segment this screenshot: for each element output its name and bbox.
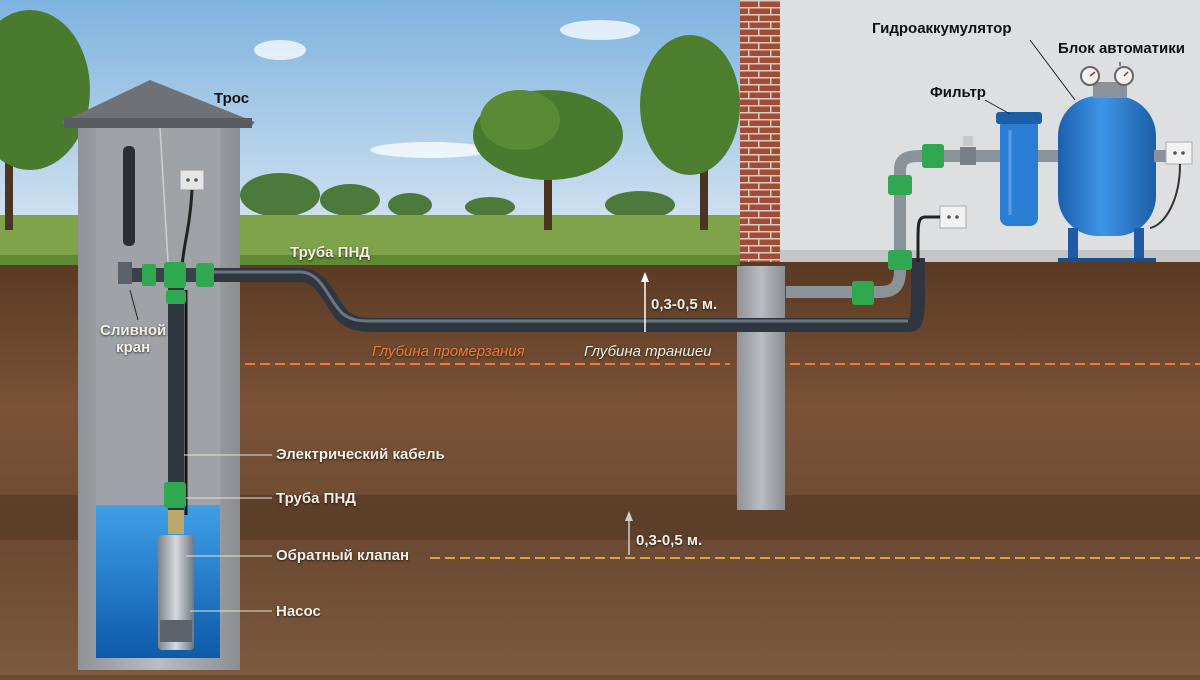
wall-socket-right xyxy=(1165,141,1193,165)
label-filter: Фильтр xyxy=(930,84,986,101)
label-freezing-depth: Глубина промерзания xyxy=(372,343,525,360)
label-check-valve: Обратный клапан xyxy=(276,547,410,564)
leader-lines xyxy=(129,289,272,612)
tank-leg-left xyxy=(1068,228,1078,262)
leader-lines-house xyxy=(984,39,1121,115)
fitting-house-ball-valve xyxy=(960,147,976,165)
house-socket xyxy=(939,205,967,229)
tank-top-pipe xyxy=(1093,82,1127,98)
valve-handle xyxy=(963,136,973,146)
label-depth-upper: 0,3-0,5 м. xyxy=(651,296,718,313)
fitting-head-right xyxy=(196,263,214,287)
distant-trees xyxy=(240,173,675,219)
house-socket-cable xyxy=(916,215,940,262)
gauge-right xyxy=(1114,66,1134,86)
drain-valve xyxy=(118,262,132,284)
tree-center xyxy=(473,90,623,230)
label-depth-lower: 0,3-0,5 м. xyxy=(636,532,703,549)
well-socket xyxy=(179,169,205,191)
check-valve-body xyxy=(168,510,184,534)
fitting-house-low xyxy=(852,281,874,305)
depth-arrow-lower xyxy=(625,511,633,555)
fitting-house-elbow xyxy=(922,144,944,168)
label-trench-depth: Глубина траншеи xyxy=(584,343,712,360)
label-accumulator: Гидроаккумулятор xyxy=(872,20,1012,37)
vertical-pipe xyxy=(168,270,184,520)
label-pump: Насос xyxy=(276,603,321,620)
fitting-head-left xyxy=(142,264,156,286)
gauge-left xyxy=(1080,66,1100,86)
label-drain-valve: Сливной кран xyxy=(100,322,167,356)
depth-arrow-upper xyxy=(641,272,649,332)
well-roof-edge xyxy=(64,118,252,128)
filter-housing xyxy=(1000,118,1038,226)
fitting-house-riser-high xyxy=(888,175,912,195)
foundation xyxy=(737,266,785,510)
brick-wall xyxy=(740,0,780,268)
fitting-head-tee xyxy=(164,262,186,288)
label-cable-rope: Трос xyxy=(214,90,250,107)
house-pipe-riser xyxy=(786,150,1000,298)
grass-strip xyxy=(0,255,740,265)
fitting-house-riser-low xyxy=(888,250,912,270)
label-automation-unit: Блок автоматики xyxy=(1058,40,1185,57)
rope xyxy=(159,127,169,263)
tank-foot xyxy=(1058,258,1156,262)
well-tool xyxy=(123,146,135,246)
main-pipe-highlight xyxy=(214,270,908,323)
filter-to-tank-pipe xyxy=(1038,150,1062,162)
tree-left xyxy=(0,10,90,230)
well-roof xyxy=(62,80,255,128)
tree-right xyxy=(640,35,740,230)
label-pipe-vertical: Труба ПНД xyxy=(276,490,356,507)
pump-intake xyxy=(160,620,192,642)
fitting-vertical-top xyxy=(166,290,186,304)
label-pipe-top: Труба ПНД xyxy=(290,244,370,261)
clouds xyxy=(254,20,640,158)
label-electric-cable: Электрический кабель xyxy=(276,446,445,463)
fitting-vertical-mid xyxy=(164,482,186,508)
filter-cap xyxy=(996,112,1042,124)
tank-leg-right xyxy=(1134,228,1144,262)
wall-socket-cable xyxy=(1149,163,1181,229)
accumulator-tank xyxy=(1058,96,1156,236)
